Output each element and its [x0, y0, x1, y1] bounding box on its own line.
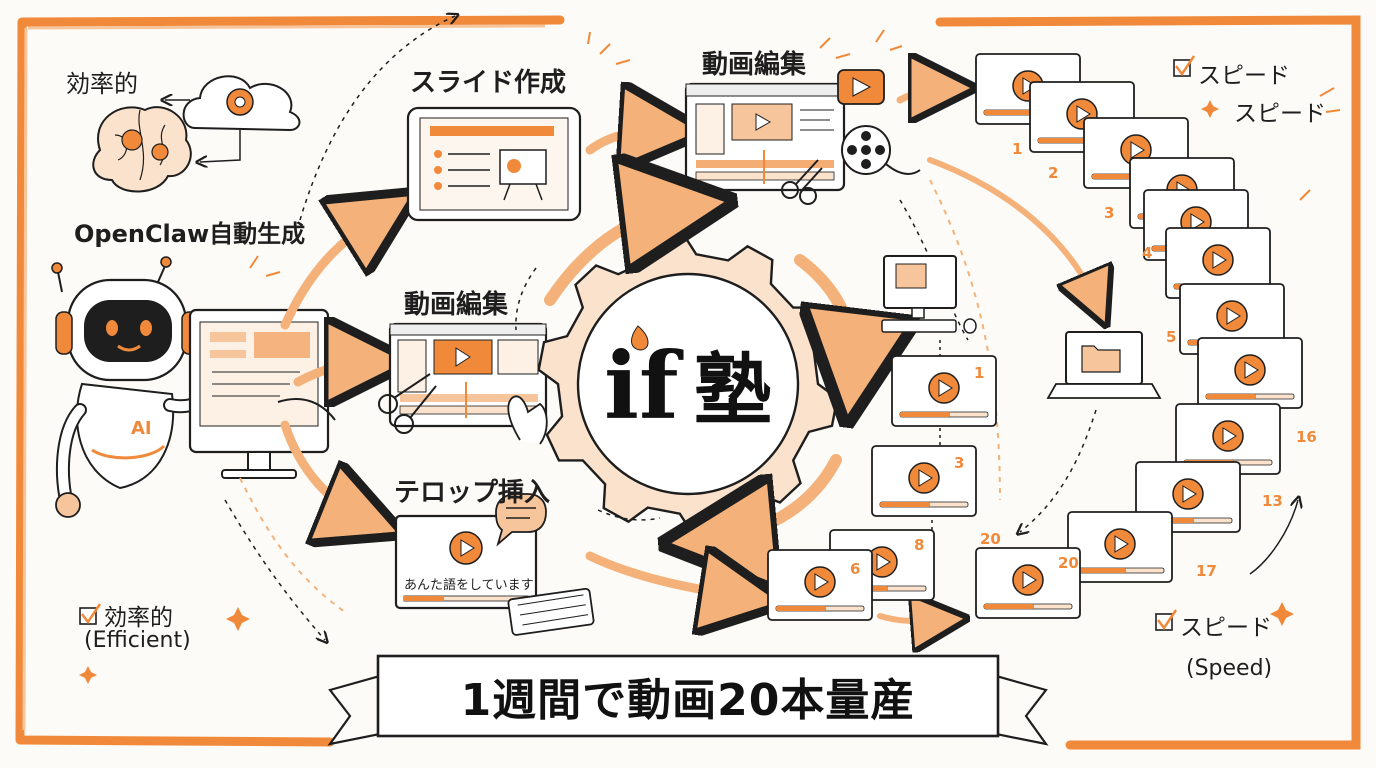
logo-juku: 塾	[694, 346, 773, 436]
label-efficient-top: 効率的	[66, 70, 138, 98]
bottom-banner	[327, 654, 1049, 746]
label-telop-insert: テロップ挿入	[394, 478, 551, 508]
logo-if: if	[604, 332, 679, 440]
sparkle-icon	[79, 100, 1294, 684]
counter-13: 13	[1262, 492, 1283, 510]
counter-20-b: 20	[980, 530, 1001, 548]
telop-caption: あんた語をしています	[404, 578, 534, 593]
label-speed-en: (Speed)	[1186, 656, 1273, 681]
video-editor-icon	[684, 82, 846, 192]
counter-mid-1: 1	[974, 364, 985, 382]
gear-logo	[537, 232, 839, 536]
label-speed-check: スピード	[1180, 615, 1272, 641]
desktop-computer-icon	[881, 255, 977, 334]
checkbox-icon	[79, 55, 1196, 631]
label-video-edit-top: 動画編集	[702, 50, 807, 80]
film-reel-icon	[841, 125, 921, 175]
label-speed-top-1: スピード	[1198, 63, 1290, 89]
brain-gear-icon	[92, 106, 192, 193]
label-efficient-en: (Efficient)	[84, 628, 191, 653]
counter-mid-6: 6	[850, 560, 861, 578]
counter-4: 4	[1142, 244, 1153, 262]
frame-border	[15, 15, 1361, 750]
laptop-folder-icon	[1046, 331, 1162, 399]
label-openclaw: OpenClaw自動生成	[74, 220, 306, 248]
video-editor-mid	[378, 322, 548, 445]
label-slide-create: スライド作成	[410, 68, 567, 98]
counter-mid-3: 3	[954, 454, 965, 472]
counter-5: 5	[1166, 328, 1177, 346]
accent-strokes	[249, 29, 1341, 277]
tablet-slide-icon	[406, 106, 582, 222]
counter-17: 17	[1196, 562, 1217, 580]
monitor-icon	[188, 308, 330, 479]
keyboard-icon	[507, 587, 595, 636]
label-efficient-check: 効率的	[104, 605, 173, 631]
counter-3: 3	[1104, 204, 1115, 222]
speech-bubble-icon	[495, 493, 547, 547]
scissors-icon	[781, 159, 823, 205]
label-speed-top-2: スピード	[1234, 101, 1326, 127]
label-video-edit-mid: 動画編集	[404, 290, 509, 320]
cloud-gear-icon	[182, 75, 301, 132]
counter-2: 2	[1048, 164, 1059, 182]
play-icon	[837, 69, 885, 105]
counter-16: 16	[1296, 428, 1317, 446]
robot-ai-badge: AI	[131, 418, 152, 439]
banner-title: 1週間で動画20本量産	[460, 675, 916, 726]
counter-20-a: 20	[1058, 554, 1079, 572]
counter-mid-8: 8	[914, 536, 925, 554]
counter-1: 1	[1012, 140, 1023, 158]
